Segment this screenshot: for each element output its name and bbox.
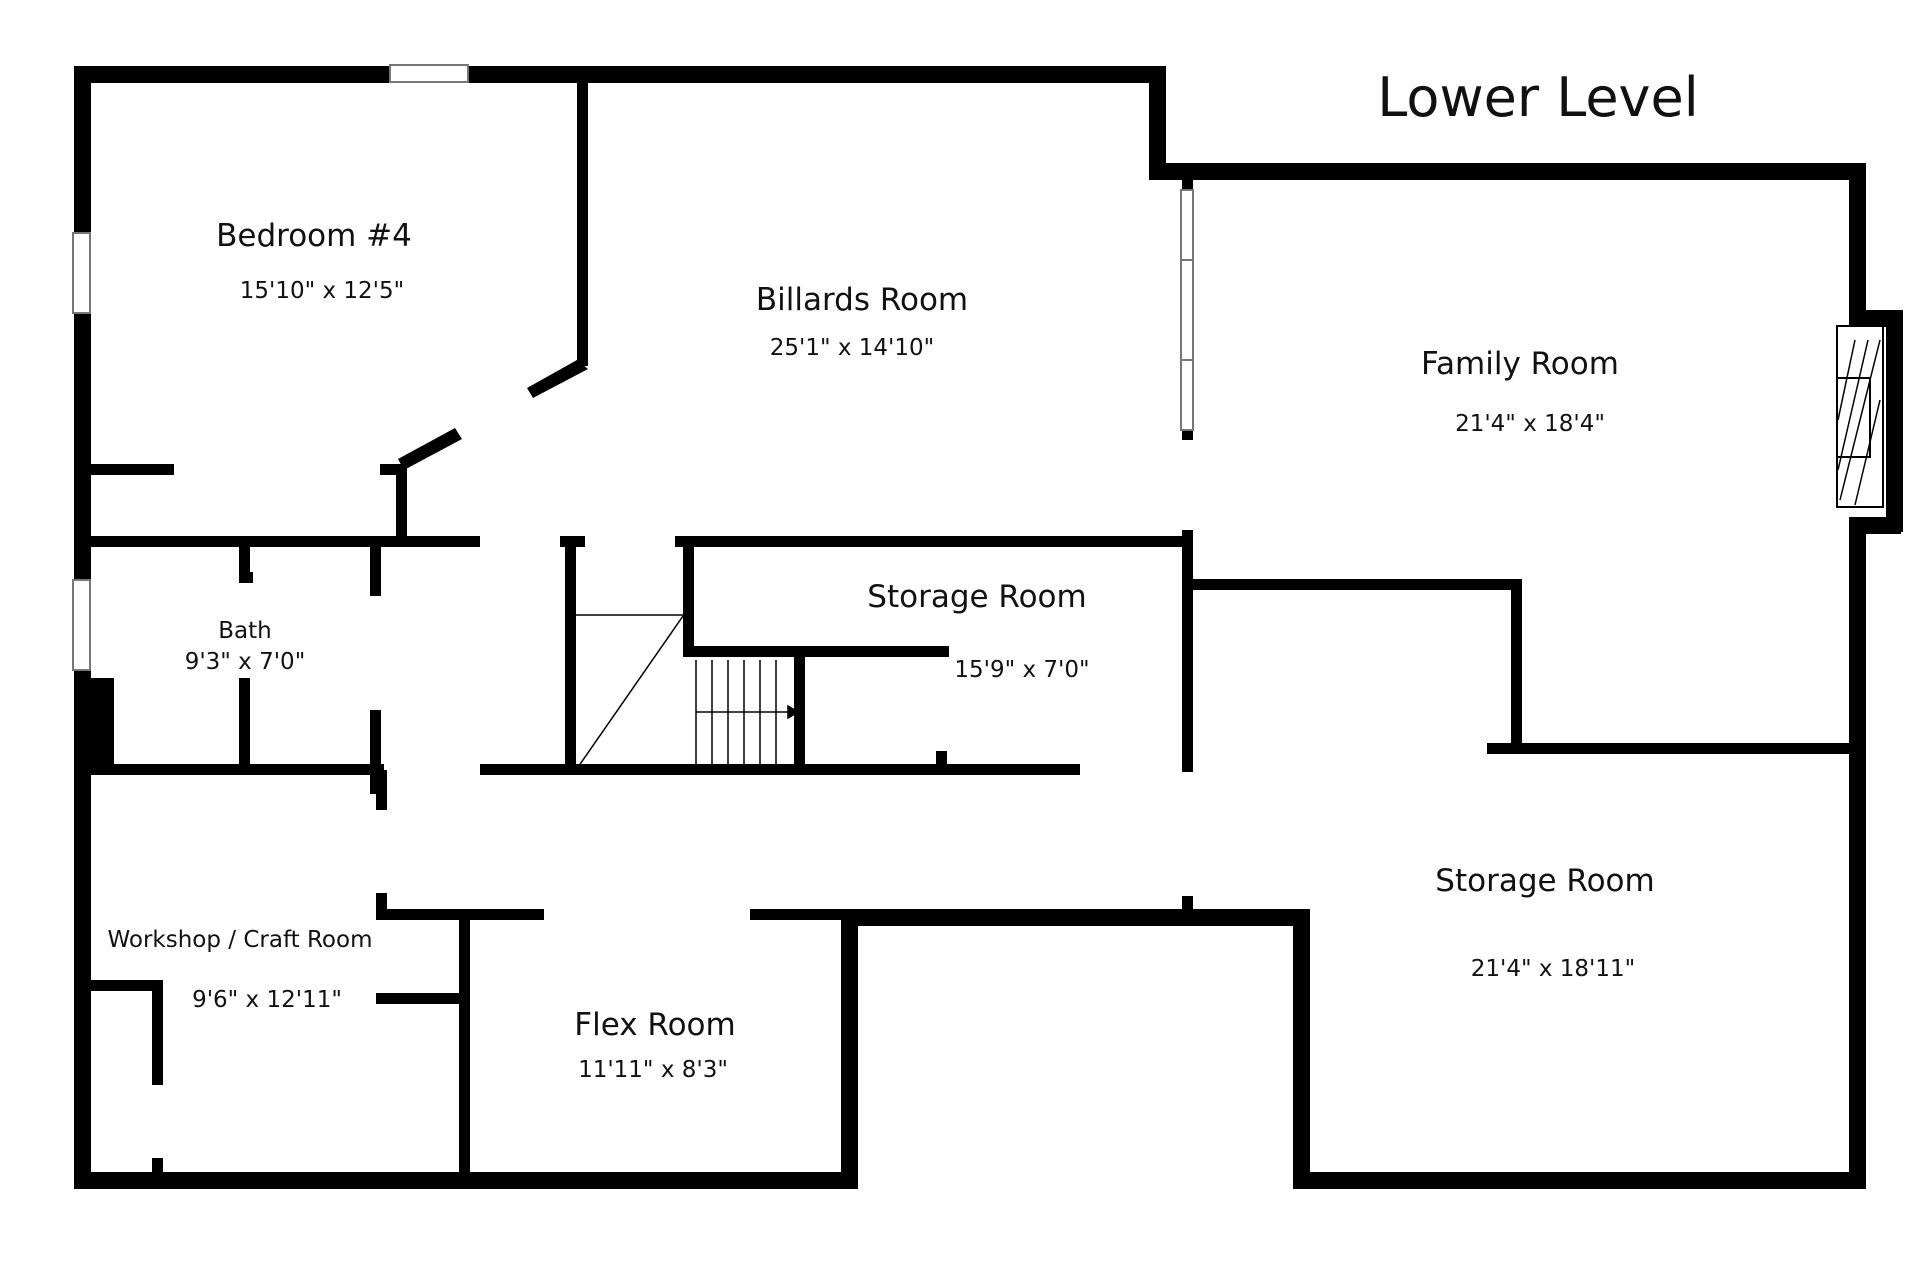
walls (74, 66, 1903, 1189)
wall-right-upper (1849, 163, 1866, 313)
wall-right-lower (1849, 517, 1866, 1187)
wall-stair-box-bottom (683, 646, 949, 657)
wall-notch-vertical (841, 909, 858, 1189)
wall-top-right (1149, 163, 1865, 180)
fireplace-icon (1836, 325, 1884, 508)
windows (72, 64, 1194, 671)
wall-storage-east (1182, 584, 1193, 772)
wall-closet-small-top (74, 980, 162, 991)
window-bedroom-top (389, 64, 469, 83)
room-dims-flex-room: 11'11" x 8'3" (578, 1057, 728, 1083)
room-dims-storage-room-2: 21'4" x 18'11" (1471, 956, 1635, 982)
wall-stair-box-east (683, 536, 694, 651)
room-dims-bedroom-4: 15'10" x 12'5" (240, 278, 404, 304)
wall-hall-west-2 (376, 893, 387, 920)
wall-bedroom-diagonal-lower (398, 428, 462, 470)
wall-bottom-right (1293, 1172, 1866, 1189)
wall-hall-end (1073, 764, 1080, 775)
wall-step-vertical (1149, 66, 1166, 178)
window-billards-east-3 (1180, 359, 1194, 431)
wall-bedroom-east (577, 66, 588, 366)
wall-notch-top (841, 909, 1310, 926)
room-name-bedroom-4: Bedroom #4 (216, 218, 412, 254)
wall-family-inner-top (1190, 579, 1522, 590)
wall-mid-a (74, 536, 480, 547)
stairs-icon (575, 614, 800, 771)
wall-hall-west (376, 770, 387, 810)
window-bedroom-west (72, 232, 91, 314)
room-name-flex-room: Flex Room (574, 1007, 735, 1043)
room-name-storage-room-2: Storage Room (1435, 863, 1654, 899)
wall-workshop-east (459, 909, 470, 1189)
wall-workshop-top (74, 764, 384, 775)
room-name-workshop-craft-room: Workshop / Craft Room (108, 927, 373, 953)
wall-closet-east (396, 464, 407, 544)
wall-bump-right (1886, 310, 1903, 532)
wall-family-inner-vertical (1511, 579, 1522, 754)
room-name-family-room: Family Room (1421, 346, 1619, 382)
wall-hall-bottom-b (750, 909, 858, 920)
wall-stair-east (794, 651, 805, 769)
labels: Lower Level Bedroom #4 15'10" x 12'5" Bi… (108, 66, 1699, 1083)
wall-bath-stub-2 (239, 678, 250, 768)
room-name-billards-room: Billards Room (756, 282, 968, 318)
wall-family-inner-bottom (1487, 743, 1857, 754)
room-name-storage-room-1: Storage Room (867, 579, 1086, 615)
room-dims-family-room: 21'4" x 18'4" (1455, 411, 1605, 437)
window-billards-east-1 (1180, 189, 1194, 261)
wall-bath-divider-top (370, 536, 381, 596)
room-dims-billards-room: 25'1" x 14'10" (770, 335, 934, 361)
wall-billards-east-mid (1182, 530, 1193, 590)
wall-storage-stub (936, 751, 947, 771)
wall-notch-left (1293, 909, 1310, 1189)
wall-mid-c (675, 536, 1188, 547)
room-dims-storage-room-1: 15'9" x 7'0" (954, 657, 1089, 683)
wall-hall-left (370, 770, 381, 794)
wall-top-left (74, 66, 1166, 83)
wall-closet-small-east (152, 980, 163, 1085)
room-dims-bath: 9'3" x 7'0" (185, 649, 306, 675)
wall-closet-top-left (74, 464, 174, 475)
wall-hall-east (1182, 896, 1193, 911)
wall-bath-stub-1b (239, 572, 253, 583)
wall-closet-top-right (380, 464, 407, 475)
wall-bath-closet (74, 678, 114, 768)
wall-workshop-nook (376, 993, 470, 1004)
wall-bedroom-diagonal-upper (527, 360, 588, 398)
wall-stair-west (565, 536, 576, 772)
wall-hall-mid-a (480, 764, 1075, 775)
window-billards-east-2 (1180, 259, 1194, 361)
plan-title: Lower Level (1377, 66, 1698, 129)
room-name-bath: Bath (218, 618, 271, 644)
wall-bath-stub-1 (239, 536, 250, 581)
room-dims-workshop-craft-room: 9'6" x 12'11" (192, 987, 342, 1013)
window-bath-west (72, 579, 91, 671)
wall-closet-small-east-2 (152, 1158, 163, 1188)
wall-bath-divider-bottom (370, 710, 381, 780)
